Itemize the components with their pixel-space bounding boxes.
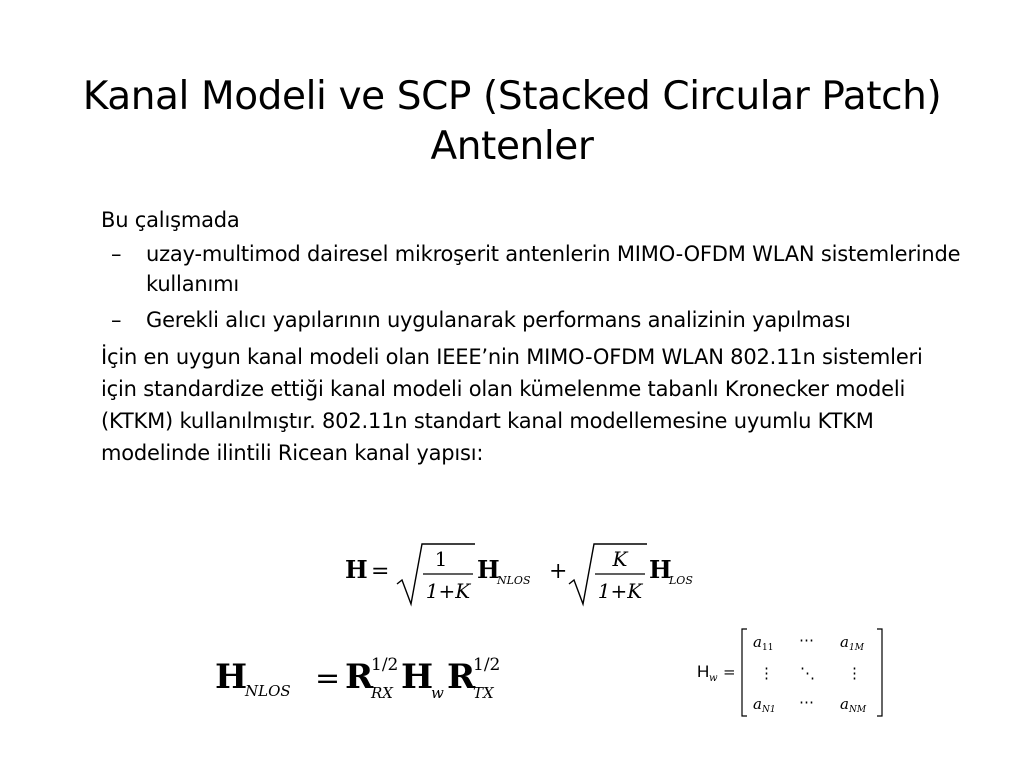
eq2-r2-sub: TX <box>473 684 495 702</box>
bullet-dash: – <box>111 242 122 266</box>
matrix-a11-sub: 11 <box>762 643 773 653</box>
body-paragraph: İçin en uygun kanal modeli olan IEEE’nin… <box>101 345 923 465</box>
title-line-2: Antenler <box>430 124 594 170</box>
eq2-r2-sup: 1/2 <box>473 655 500 675</box>
equation-nlos: H NLOS = R 1/2 RX H w R 1/2 TX <box>215 655 500 702</box>
eq2-lhs-sub: NLOS <box>244 682 291 700</box>
eq1-frac2-num: K <box>612 547 629 571</box>
eq2-hw-sub: w <box>431 684 444 702</box>
eq1-term1-sub: NLOS <box>496 574 531 587</box>
eq3-equals: = <box>723 663 736 681</box>
bullet-item: – uzay-multimod dairesel mikroşerit ante… <box>101 239 961 299</box>
bullet-list: – uzay-multimod dairesel mikroşerit ante… <box>101 239 961 335</box>
sqrt-sign-2 <box>568 543 647 607</box>
bullet-item: – Gerekli alıcı yapılarının uygulanarak … <box>101 305 961 335</box>
matrix-ddots: ⋱ <box>800 664 815 682</box>
eq2-lhs: H <box>215 657 247 697</box>
eq1-frac2-den: 1+K <box>598 579 643 603</box>
matrix-aN1: a <box>753 695 762 713</box>
matrix-right-bracket <box>877 628 883 717</box>
eq2-equals: = <box>315 661 340 696</box>
matrix-a11: a <box>753 633 762 651</box>
eq1-term1: H <box>477 555 500 584</box>
bullet-text: uzay-multimod dairesel mikroşerit antenl… <box>146 242 961 296</box>
bullet-text: Gerekli alıcı yapılarının uygulanarak pe… <box>146 308 851 332</box>
eq1-lhs: H <box>345 555 368 584</box>
bullet-dash: – <box>111 308 122 332</box>
matrix-left-bracket <box>741 628 747 717</box>
eq1-frac1-num: 1 <box>435 547 448 571</box>
title-line-1: Kanal Modeli ve SCP (Stacked Circular Pa… <box>82 74 942 120</box>
sqrt-sign-1 <box>396 543 475 607</box>
slide-title: Kanal Modeli ve SCP (Stacked Circular Pa… <box>60 72 964 172</box>
matrix-a1M: a <box>840 633 849 651</box>
eq2-r1: R <box>345 657 374 697</box>
eq1-equals: = <box>371 559 389 584</box>
matrix-vdots-left: ⋮ <box>759 664 774 682</box>
matrix-aNM-sub: NM <box>848 705 867 715</box>
matrix-vdots-right: ⋮ <box>847 664 862 682</box>
eq2-r2: R <box>447 657 476 697</box>
eq1-term2: H <box>649 555 672 584</box>
matrix-aN1-sub: N1 <box>761 705 776 715</box>
eq3-lhs-sub: w <box>709 673 718 684</box>
equation-channel-model: H = 1 1+K H NLOS + K 1+K H LOS <box>345 543 693 607</box>
matrix-aNM: a <box>840 695 849 713</box>
slide-body: Bu çalışmada – uzay-multimod dairesel mi… <box>101 205 961 469</box>
intro-text: Bu çalışmada <box>101 208 240 232</box>
equation-hw-matrix: H w = a 11 ⋯ a 1M ⋮ ⋱ ⋮ a N1 ⋯ a NM <box>697 628 883 717</box>
eq1-plus: + <box>549 559 567 584</box>
matrix-hdots-top: ⋯ <box>799 631 814 649</box>
matrix-hdots-bottom: ⋯ <box>799 693 814 711</box>
eq2-r1-sup: 1/2 <box>371 655 398 675</box>
eq2-hw: H <box>401 657 433 697</box>
matrix-a1M-sub: 1M <box>849 643 865 653</box>
eq1-term2-sub: LOS <box>668 574 693 587</box>
eq2-r1-sub: RX <box>370 684 394 702</box>
eq3-lhs: H <box>697 662 709 681</box>
eq1-frac1-den: 1+K <box>426 579 471 603</box>
